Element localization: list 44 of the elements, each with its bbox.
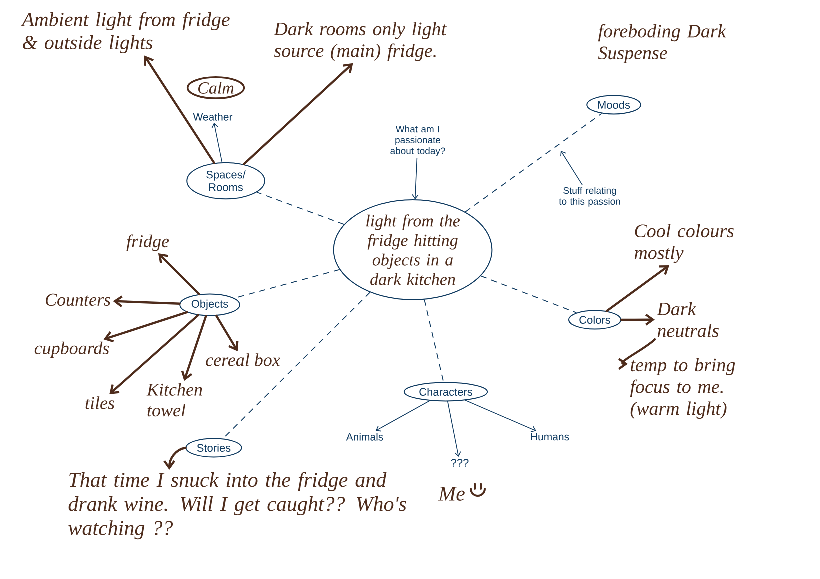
arrow — [181, 315, 208, 382]
handwritten-note: cupboards — [34, 342, 110, 358]
arrow — [448, 401, 462, 457]
handwritten-note: Counters — [46, 294, 110, 306]
arrow — [113, 296, 181, 308]
handwritten-note: Cool colours mostly — [634, 224, 734, 264]
arrow — [620, 314, 655, 326]
dashed-line — [424, 299, 444, 383]
arrow — [242, 63, 354, 166]
handwritten-note: Me — [438, 487, 465, 501]
handwritten-note: tiles — [86, 396, 114, 410]
arrow — [412, 158, 419, 200]
handwritten-note: cereal box — [206, 354, 280, 366]
arrow — [212, 123, 223, 163]
handwritten-note: Kitchen towel — [146, 383, 202, 417]
note-text: Humans — [531, 433, 570, 441]
dashed-line — [480, 276, 578, 314]
arrow — [104, 311, 188, 343]
arrow — [144, 56, 216, 164]
note-text: What am I passionate about today? — [390, 126, 446, 156]
handwritten-note: Ambient light from fridge & outside lights — [21, 12, 230, 54]
arrow — [216, 314, 239, 352]
dashed-line — [465, 113, 602, 213]
arrow — [465, 400, 536, 432]
arrow — [110, 314, 200, 394]
note-text: Animals — [346, 433, 384, 441]
handwritten-note: That time I snuck into the fridge and drank wine. Will I get caught?? Who's watching ?? — [68, 472, 406, 540]
arrow — [158, 253, 201, 296]
circled-word: Calm — [186, 76, 246, 100]
handwritten-note: fridge — [126, 234, 170, 252]
note-text: Weather — [193, 113, 233, 121]
arrow — [376, 400, 430, 432]
dashed-line — [222, 292, 371, 440]
note-text: ??? — [451, 459, 469, 467]
note-text: Stuff relating to this passion — [559, 187, 620, 207]
handwritten-note: foreboding Dark Suspense — [598, 24, 727, 64]
handwritten-note: temp to bring focus to me. (warm light) — [630, 358, 736, 420]
dashed-line — [256, 192, 345, 226]
arrow — [560, 151, 583, 186]
arrow — [606, 265, 670, 312]
handwritten-note: Dark rooms only light source (main) fridge. — [274, 22, 447, 62]
handwritten-note: Dark neutrals — [656, 302, 719, 338]
arrow — [164, 446, 187, 470]
arrow — [618, 338, 656, 370]
